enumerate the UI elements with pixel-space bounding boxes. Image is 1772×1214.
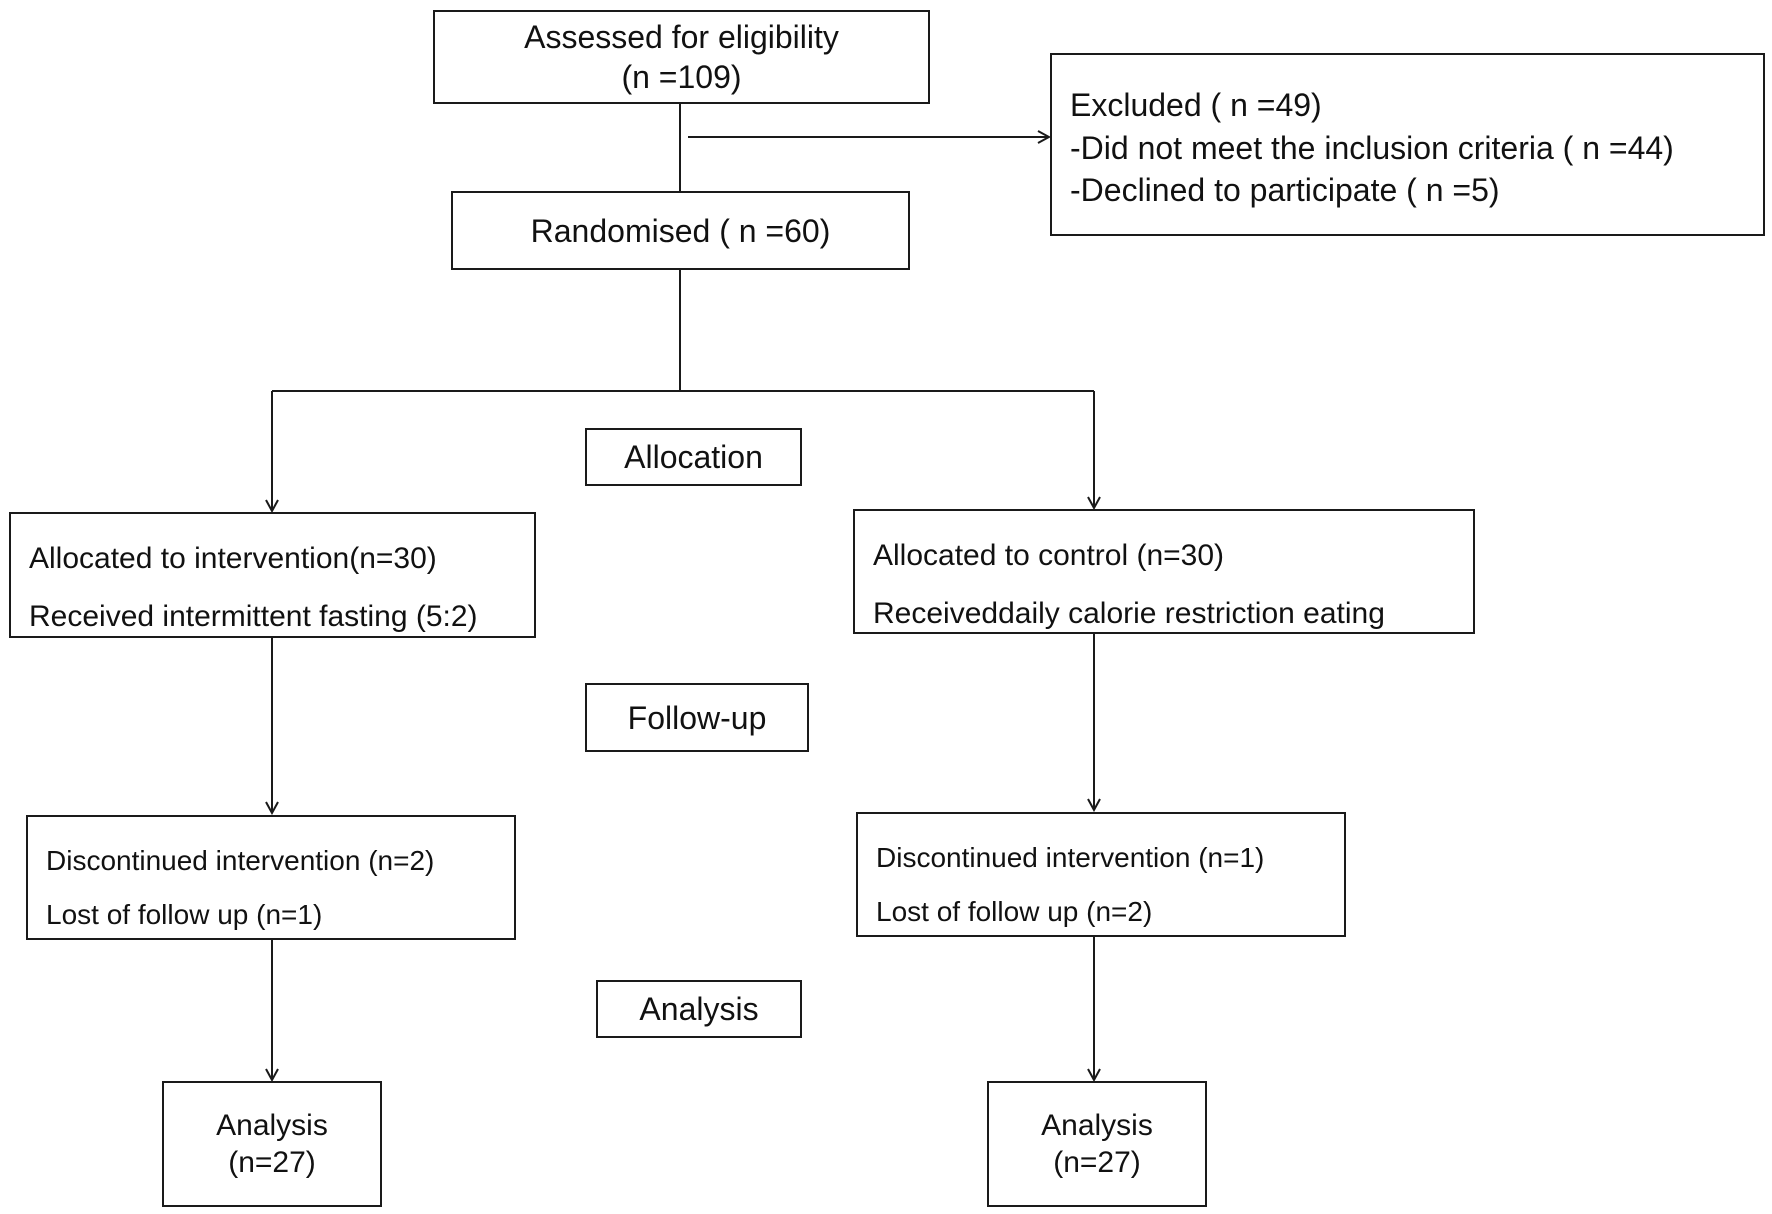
randomised-box: Randomised ( n =60) [451,191,910,270]
intervention-analysis-label: Analysis [216,1108,328,1142]
stage-analysis-label: Analysis [639,991,759,1027]
intervention-analysis-count: (n=27) [228,1146,316,1179]
excluded-reason-criteria: -Did not meet the inclusion criteria ( n… [1070,130,1674,166]
control-followup-box: Discontinued intervention (n=1) Lost of … [856,812,1346,937]
control-allocated-box: Allocated to control (n=30) Receiveddail… [853,509,1475,634]
excluded-reason-declined: -Declined to participate ( n =5) [1070,172,1500,208]
stage-follow-up: Follow-up [585,683,809,752]
intervention-lost-label: Lost of follow up (n=1) [46,899,323,930]
intervention-followup-box: Discontinued intervention (n=2) Lost of … [26,815,516,940]
control-analysis-label: Analysis [1041,1108,1153,1142]
excluded-title: Excluded ( n =49) [1070,87,1322,123]
assessed-count: (n =109) [621,59,742,95]
randomised-label: Randomised ( n =60) [530,212,831,249]
control-received-label: Receiveddaily calorie restriction eating [873,597,1385,630]
assessed-label: Assessed for eligibility [524,19,839,55]
control-lost-label: Lost of follow up (n=2) [876,896,1153,927]
intervention-received-label: Received intermittent fasting (5:2) [29,600,478,633]
control-analysis-box: Analysis (n=27) [987,1081,1207,1207]
stage-analysis: Analysis [596,980,802,1038]
intervention-discontinued-label: Discontinued intervention (n=2) [46,845,435,876]
assessed-box: Assessed for eligibility (n =109) [433,10,930,104]
stage-follow-up-label: Follow-up [627,699,767,736]
stage-allocation-label: Allocation [624,439,763,475]
control-analysis-count: (n=27) [1053,1146,1141,1179]
control-discontinued-label: Discontinued intervention (n=1) [876,842,1265,873]
intervention-allocated-box: Allocated to intervention(n=30) Received… [9,512,536,638]
intervention-allocated-label: Allocated to intervention(n=30) [29,542,437,575]
stage-allocation: Allocation [585,428,802,486]
control-allocated-label: Allocated to control (n=30) [873,539,1225,572]
intervention-analysis-box: Analysis (n=27) [162,1081,382,1207]
excluded-box: Excluded ( n =49) -Did not meet the incl… [1050,53,1765,236]
